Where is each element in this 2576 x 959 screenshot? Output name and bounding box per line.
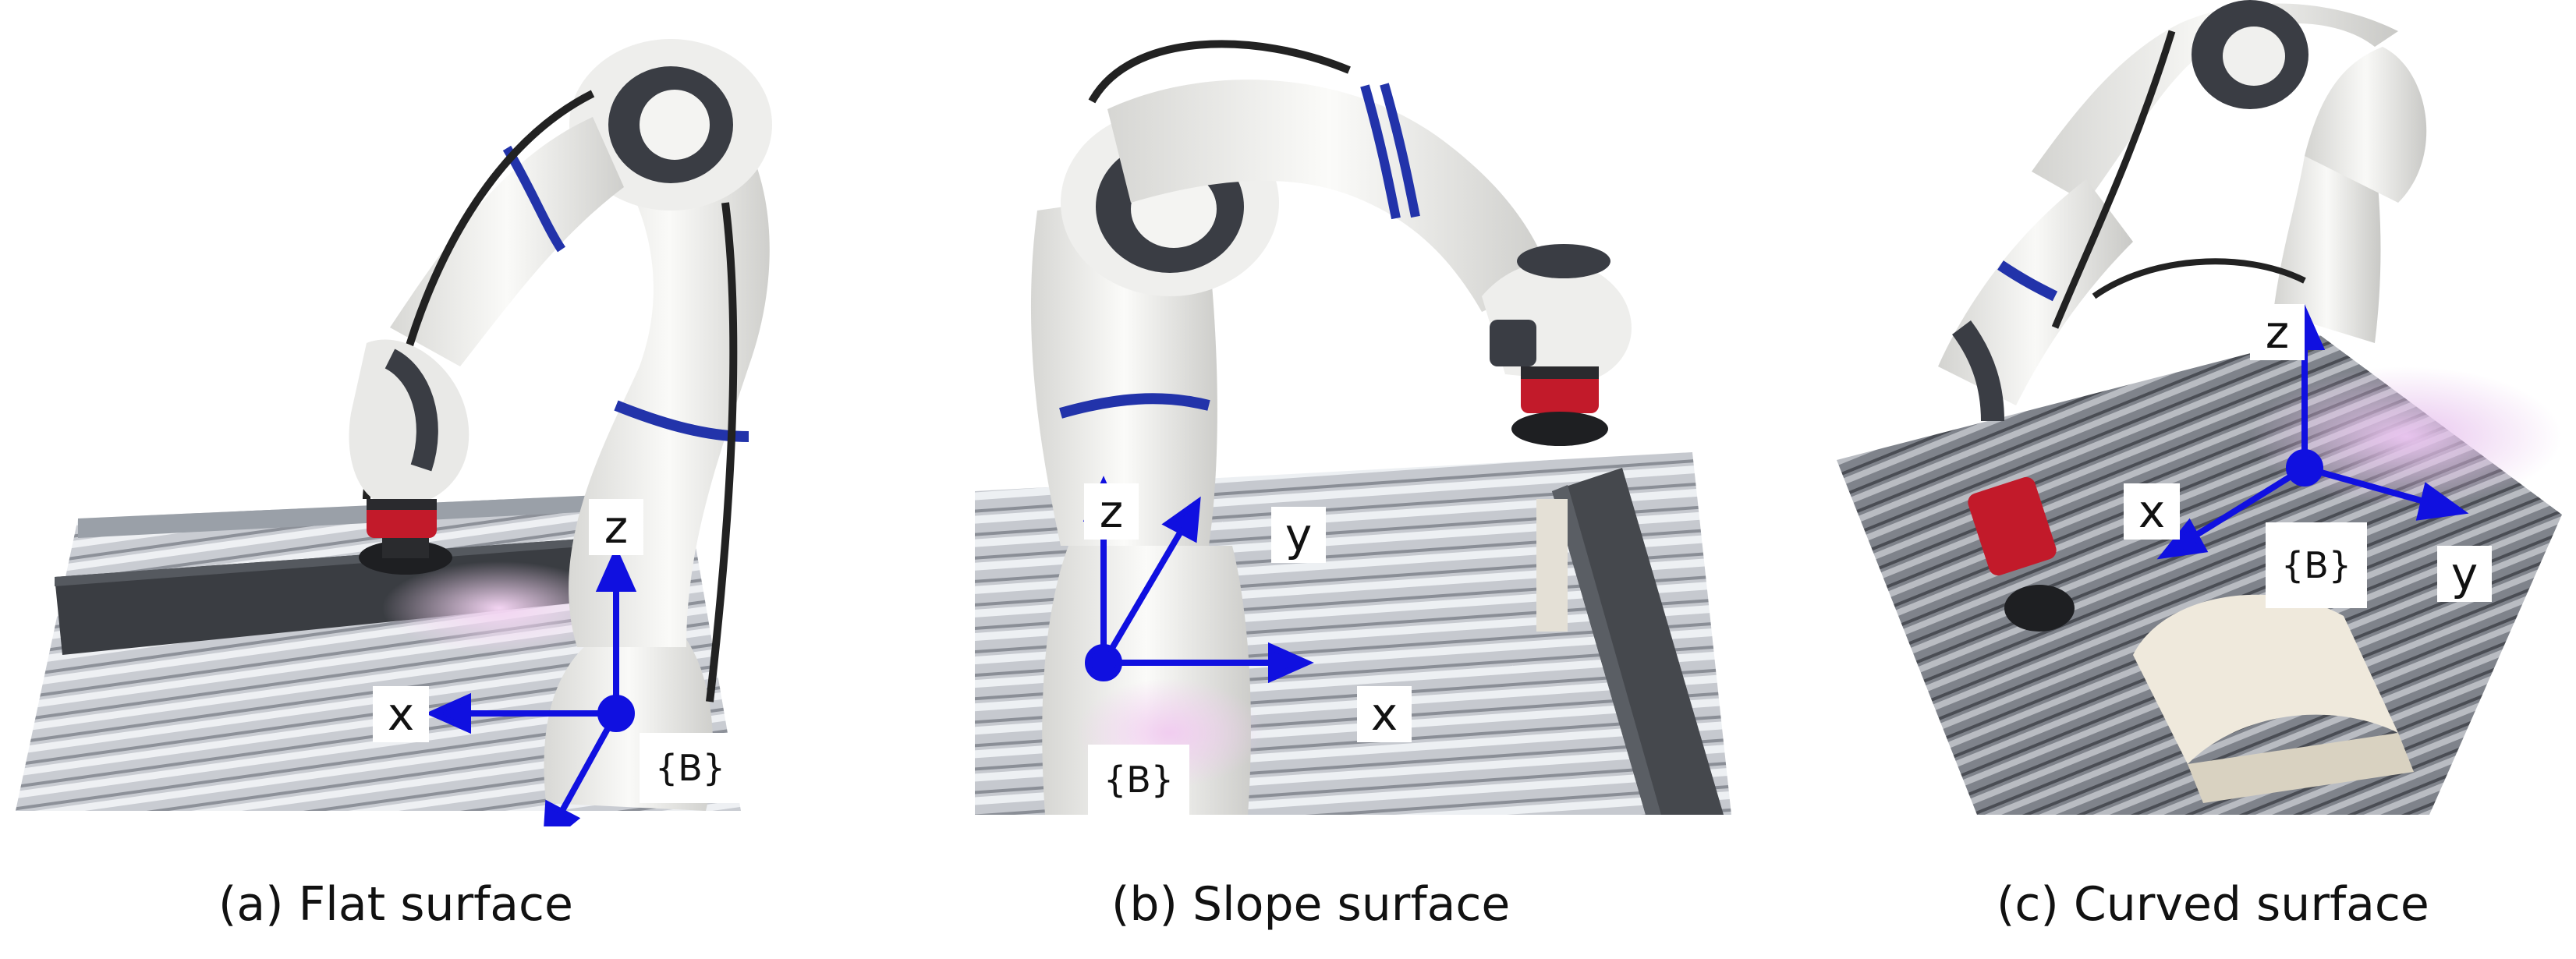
panel-slope-surface: z y x {B}	[975, 0, 1739, 826]
caption-curved-surface: (c) Curved surface	[1997, 877, 2429, 932]
frame-label: {B}	[640, 733, 741, 803]
panel-flat-surface: z x y {B}	[0, 0, 788, 826]
panel-curved-surface: z x y {B}	[1837, 0, 2570, 826]
frame-label: {B}	[2266, 522, 2367, 608]
axis-label-z: z	[1084, 483, 1139, 540]
caption-flat-surface: (a) Flat surface	[218, 877, 573, 932]
curved-workpiece	[2133, 594, 2398, 764]
axis-label-y: y	[480, 819, 534, 826]
frame-axes	[425, 546, 637, 826]
axis-label-z: z	[2250, 304, 2305, 360]
photo-curved-surface	[1837, 0, 2562, 815]
axis-label-y: y	[1271, 507, 1326, 563]
caption-slope-surface: (b) Slope surface	[1111, 877, 1511, 932]
slope-workpiece	[1552, 468, 1724, 815]
axis-label-x: x	[2124, 483, 2180, 540]
photo-slope-surface	[975, 40, 1731, 815]
force-sensor	[1968, 476, 2057, 576]
axis-label-x: x	[1357, 686, 1412, 742]
axis-label-y: y	[2437, 546, 2492, 602]
axis-label-x: x	[373, 686, 429, 742]
photo-flat-surface	[16, 39, 772, 826]
frame-label: {B}	[1088, 745, 1189, 815]
axis-label-z: z	[589, 499, 643, 555]
frame-axes	[2156, 304, 2469, 560]
